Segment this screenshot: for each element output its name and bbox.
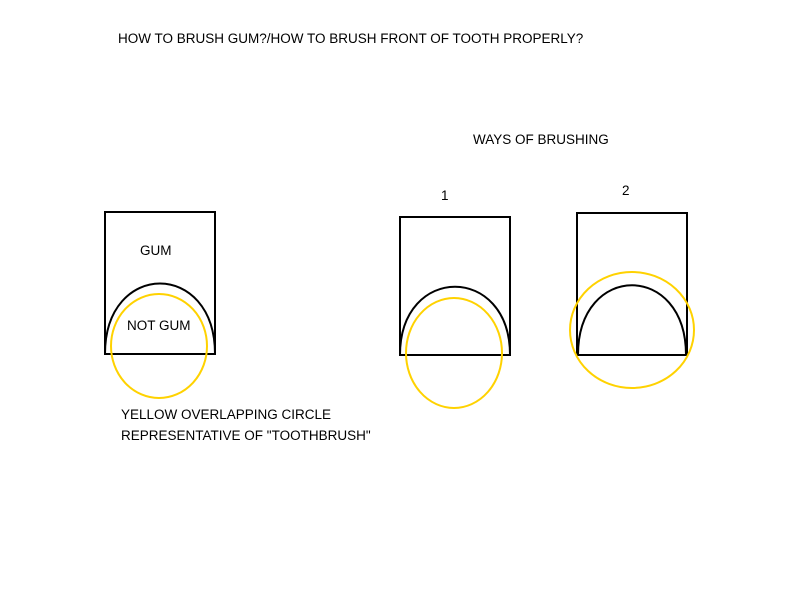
way2-tooth-box [576,212,688,356]
way1-tooth-arch [399,285,511,356]
example-tooth-box [104,211,216,355]
caption-line-1: YELLOW OVERLAPPING CIRCLE [121,407,332,422]
way1-toothbrush-circle [405,297,503,409]
ways-heading: WAYS OF BRUSHING [473,132,609,147]
example-tooth-arch [104,282,216,355]
way2-toothbrush-circle [569,271,695,389]
caption-line-2: REPRESENTATIVE OF "TOOTHBRUSH" [121,428,371,443]
way1-tooth-box [399,216,511,356]
page-title: HOW TO BRUSH GUM?/HOW TO BRUSH FRONT OF … [118,31,584,46]
way2-label: 2 [622,183,630,198]
gum-label: GUM [140,243,172,258]
way2-tooth-arch [577,284,687,356]
way1-label: 1 [441,188,449,203]
example-toothbrush-circle [110,293,208,399]
not-gum-label: NOT GUM [127,318,191,333]
